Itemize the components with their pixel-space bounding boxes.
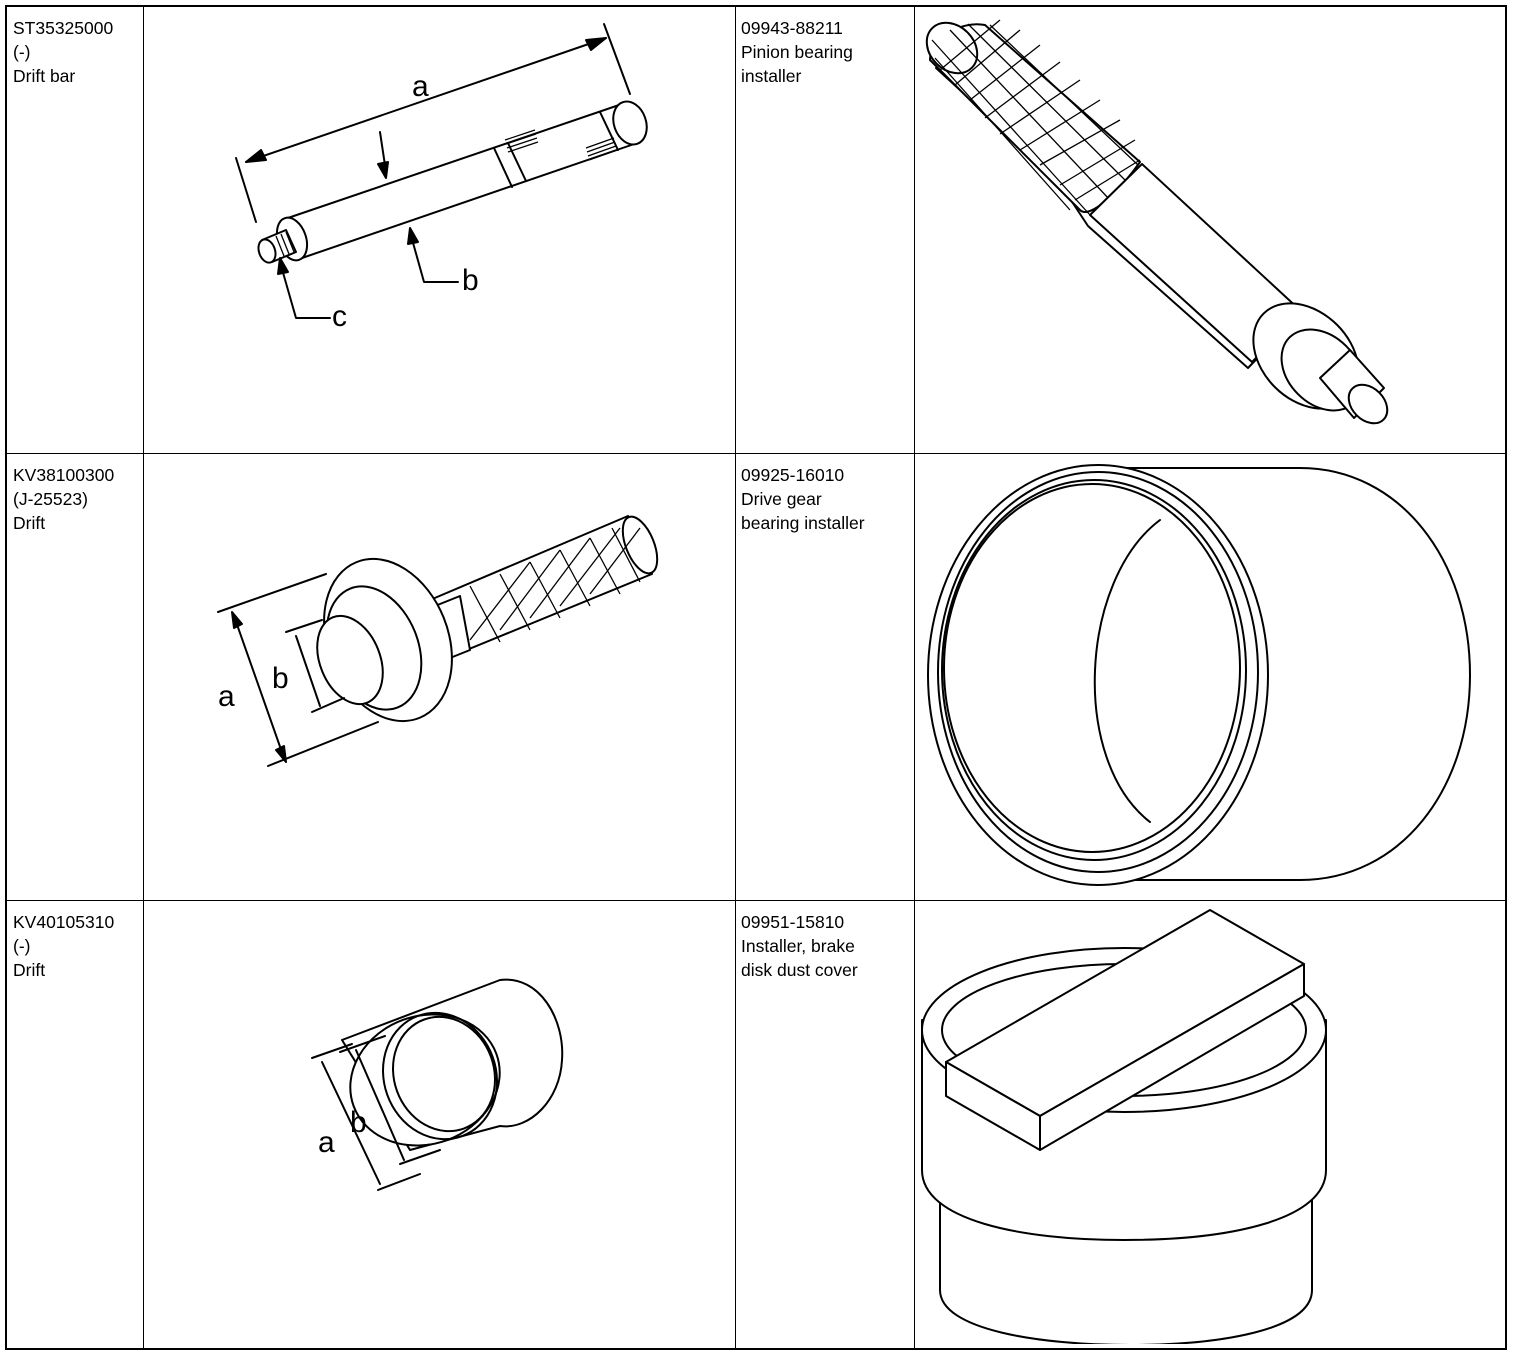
special-tools-table: ST35325000 (-) Drift bar 09943-88211 Pin… [5, 5, 1507, 1350]
tool-description-4: 09925-16010 Drive gear bearing installer [741, 463, 865, 535]
row-divider [7, 453, 1505, 454]
tool-description-2: 09943-88211 Pinion bearing installer [741, 16, 853, 88]
part-number: KV38100300 [13, 465, 115, 485]
drift-bar-illustration: a b c [143, 8, 733, 450]
dimension-label-b: b [462, 264, 479, 297]
column-divider [735, 7, 736, 1348]
tool-description-3: KV38100300 (J-25523) Drift [13, 463, 114, 535]
dimension-label-a: a [318, 1126, 335, 1159]
tool-description-1: ST35325000 (-) Drift bar [13, 16, 113, 88]
pinion-bearing-installer-illustration [915, 8, 1504, 450]
tool-name-line: Installer, brake [741, 936, 855, 956]
tool-name-line: installer [741, 66, 802, 86]
alt-part-number: (-) [13, 42, 31, 62]
tool-name: Drift [13, 960, 46, 980]
tool-name-line: bearing installer [741, 513, 865, 533]
drift-illustration: a b [143, 902, 733, 1344]
drive-gear-bearing-installer-illustration [915, 455, 1504, 897]
column-divider [914, 7, 915, 1348]
dimension-label-b: b [272, 662, 289, 695]
tool-name: Drift bar [13, 66, 76, 86]
dimension-label-b: b [350, 1106, 367, 1139]
part-number: 09925-16010 [741, 465, 845, 485]
tool-name-line: disk dust cover [741, 960, 858, 980]
column-divider [143, 7, 144, 1348]
part-number: ST35325000 [13, 18, 114, 38]
row-divider [7, 900, 1505, 901]
tool-name-line: Drive gear [741, 489, 822, 509]
dimension-label-c: c [332, 300, 347, 333]
part-number: 09943-88211 [741, 18, 843, 38]
part-number: KV40105310 [13, 912, 115, 932]
tool-description-5: KV40105310 (-) Drift [13, 910, 114, 982]
brake-disk-dust-cover-installer-illustration [915, 902, 1504, 1344]
tool-description-6: 09951-15810 Installer, brake disk dust c… [741, 910, 858, 982]
dimension-label-a: a [218, 680, 235, 713]
tool-name-line: Pinion bearing [741, 42, 853, 62]
dimension-label-a: a [412, 70, 429, 103]
alt-part-number: (-) [13, 936, 31, 956]
drift-illustration: a b [143, 455, 733, 897]
alt-part-number: (J-25523) [13, 489, 88, 509]
part-number: 09951-15810 [741, 912, 845, 932]
tool-name: Drift [13, 513, 46, 533]
